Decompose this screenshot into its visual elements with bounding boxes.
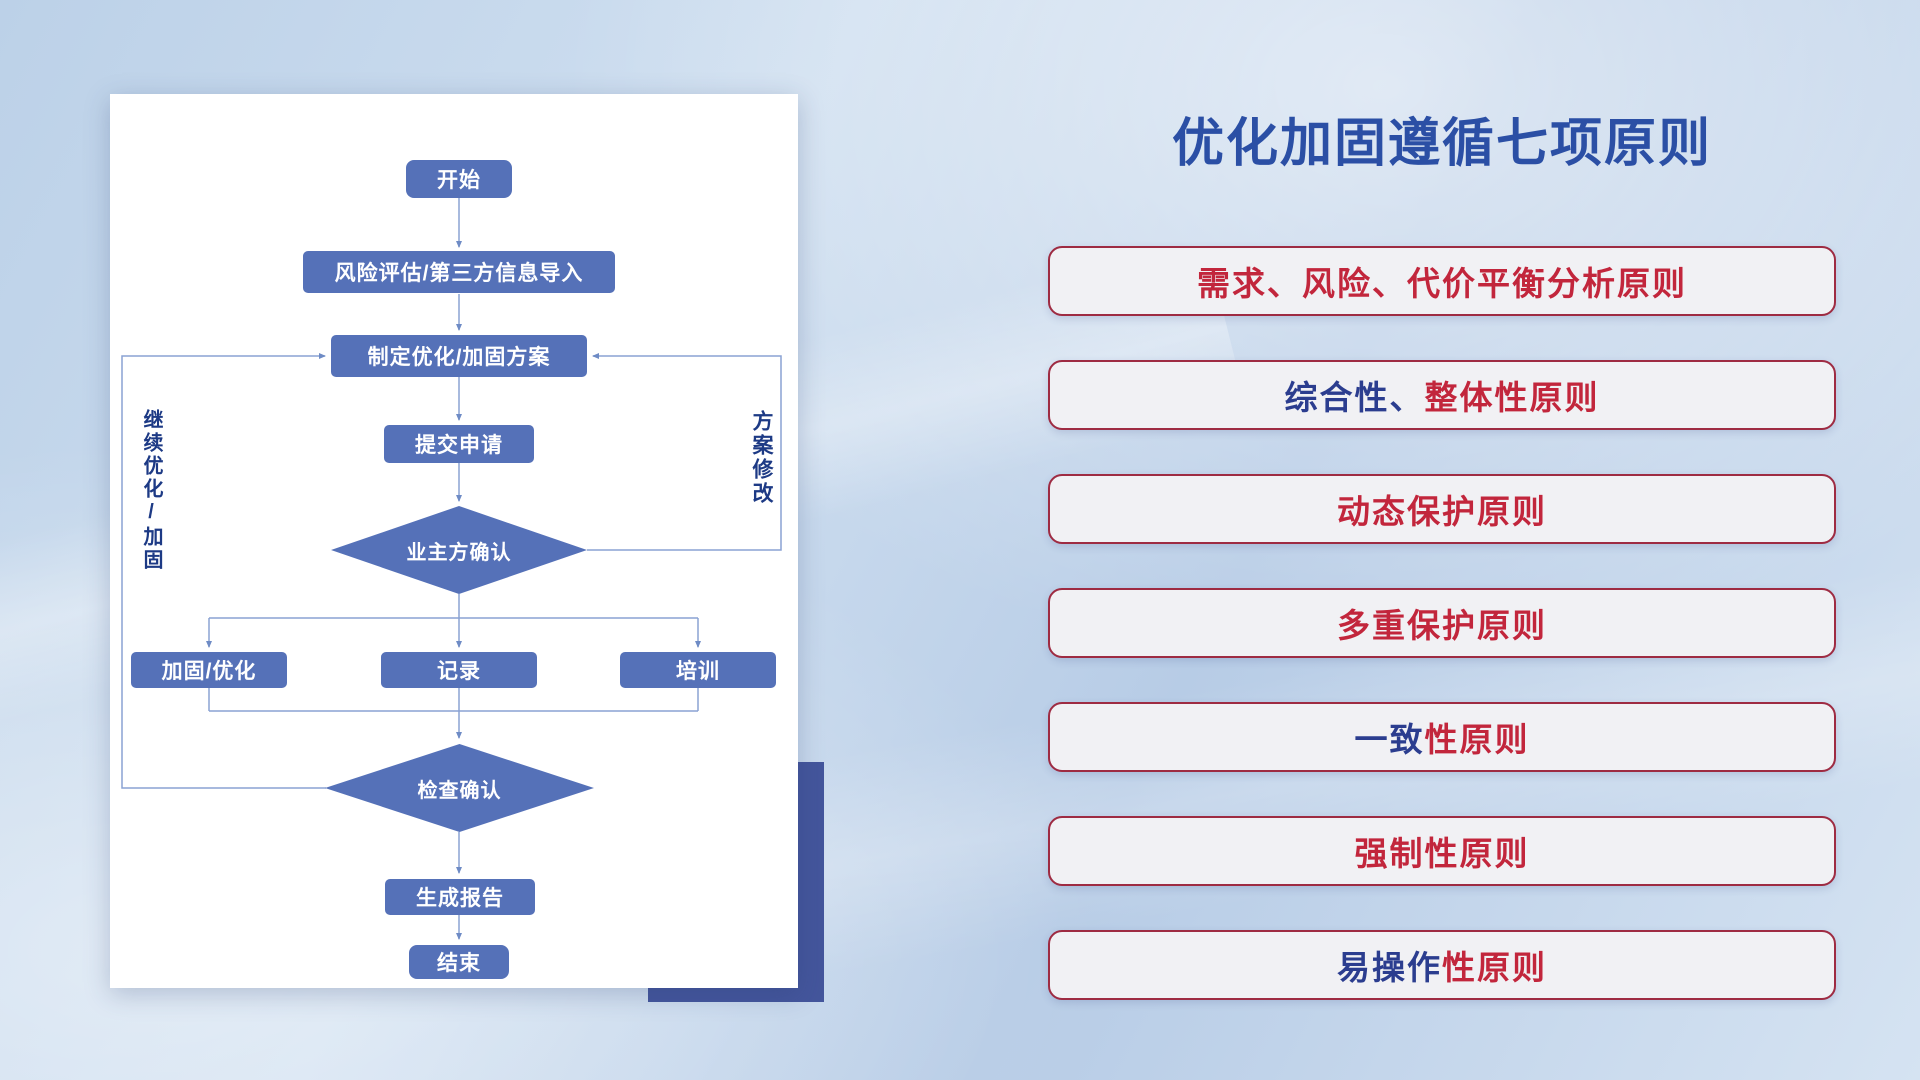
principle-text-segment: 一致	[1354, 721, 1425, 758]
flow-node-end: 结束	[409, 945, 509, 979]
principle-item: 强制性原则	[1048, 816, 1836, 886]
principle-text-segment: 动态保护原则	[1337, 493, 1547, 530]
principle-text-segment: 易操作	[1337, 949, 1442, 986]
loop-label-plan-modify: 方案修改	[750, 410, 773, 506]
principle-item: 一致性原则	[1048, 702, 1836, 772]
loop-label-continue-optimize: 继续优化/加固	[140, 409, 162, 572]
flow-node-report: 生成报告	[385, 879, 535, 915]
principle-text-segment: 综合性、	[1284, 379, 1425, 416]
flow-node-record: 记录	[381, 652, 537, 688]
flow-node-make-plan: 制定优化/加固方案	[331, 335, 587, 377]
principle-text-segment: 性原则	[1442, 949, 1547, 986]
principle-item: 多重保护原则	[1048, 588, 1836, 658]
principle-item: 需求、风险、代价平衡分析原则	[1048, 246, 1836, 316]
principle-text-segment: 整体性原则	[1424, 379, 1600, 416]
flow-node-training: 培训	[620, 652, 776, 688]
principle-text-segment: 多重保护原则	[1337, 607, 1547, 644]
flowchart-card: 开始 风险评估/第三方信息导入 制定优化/加固方案 提交申请 业主方确认 加固/…	[110, 94, 798, 988]
flow-node-start: 开始	[406, 160, 512, 198]
page-title: 优化加固遵循七项原则	[1171, 115, 1712, 173]
principle-text-segment: 强制性原则	[1354, 835, 1530, 872]
principle-text-segment: 需求、风险、代价平衡分析原则	[1197, 265, 1687, 302]
principle-item: 易操作性原则	[1048, 930, 1836, 1000]
principle-item: 综合性、整体性原则	[1048, 360, 1836, 430]
principle-item: 动态保护原则	[1048, 474, 1836, 544]
principles-panel: 优化加固遵循七项原则 需求、风险、代价平衡分析原则 综合性、整体性原则 动态保护…	[1048, 96, 1836, 1044]
principle-text-segment: 性原则	[1424, 721, 1530, 758]
flow-node-submit: 提交申请	[384, 425, 534, 463]
flow-node-risk-import: 风险评估/第三方信息导入	[303, 251, 615, 293]
flow-node-reinforce: 加固/优化	[131, 652, 287, 688]
flow-connectors	[121, 198, 782, 940]
